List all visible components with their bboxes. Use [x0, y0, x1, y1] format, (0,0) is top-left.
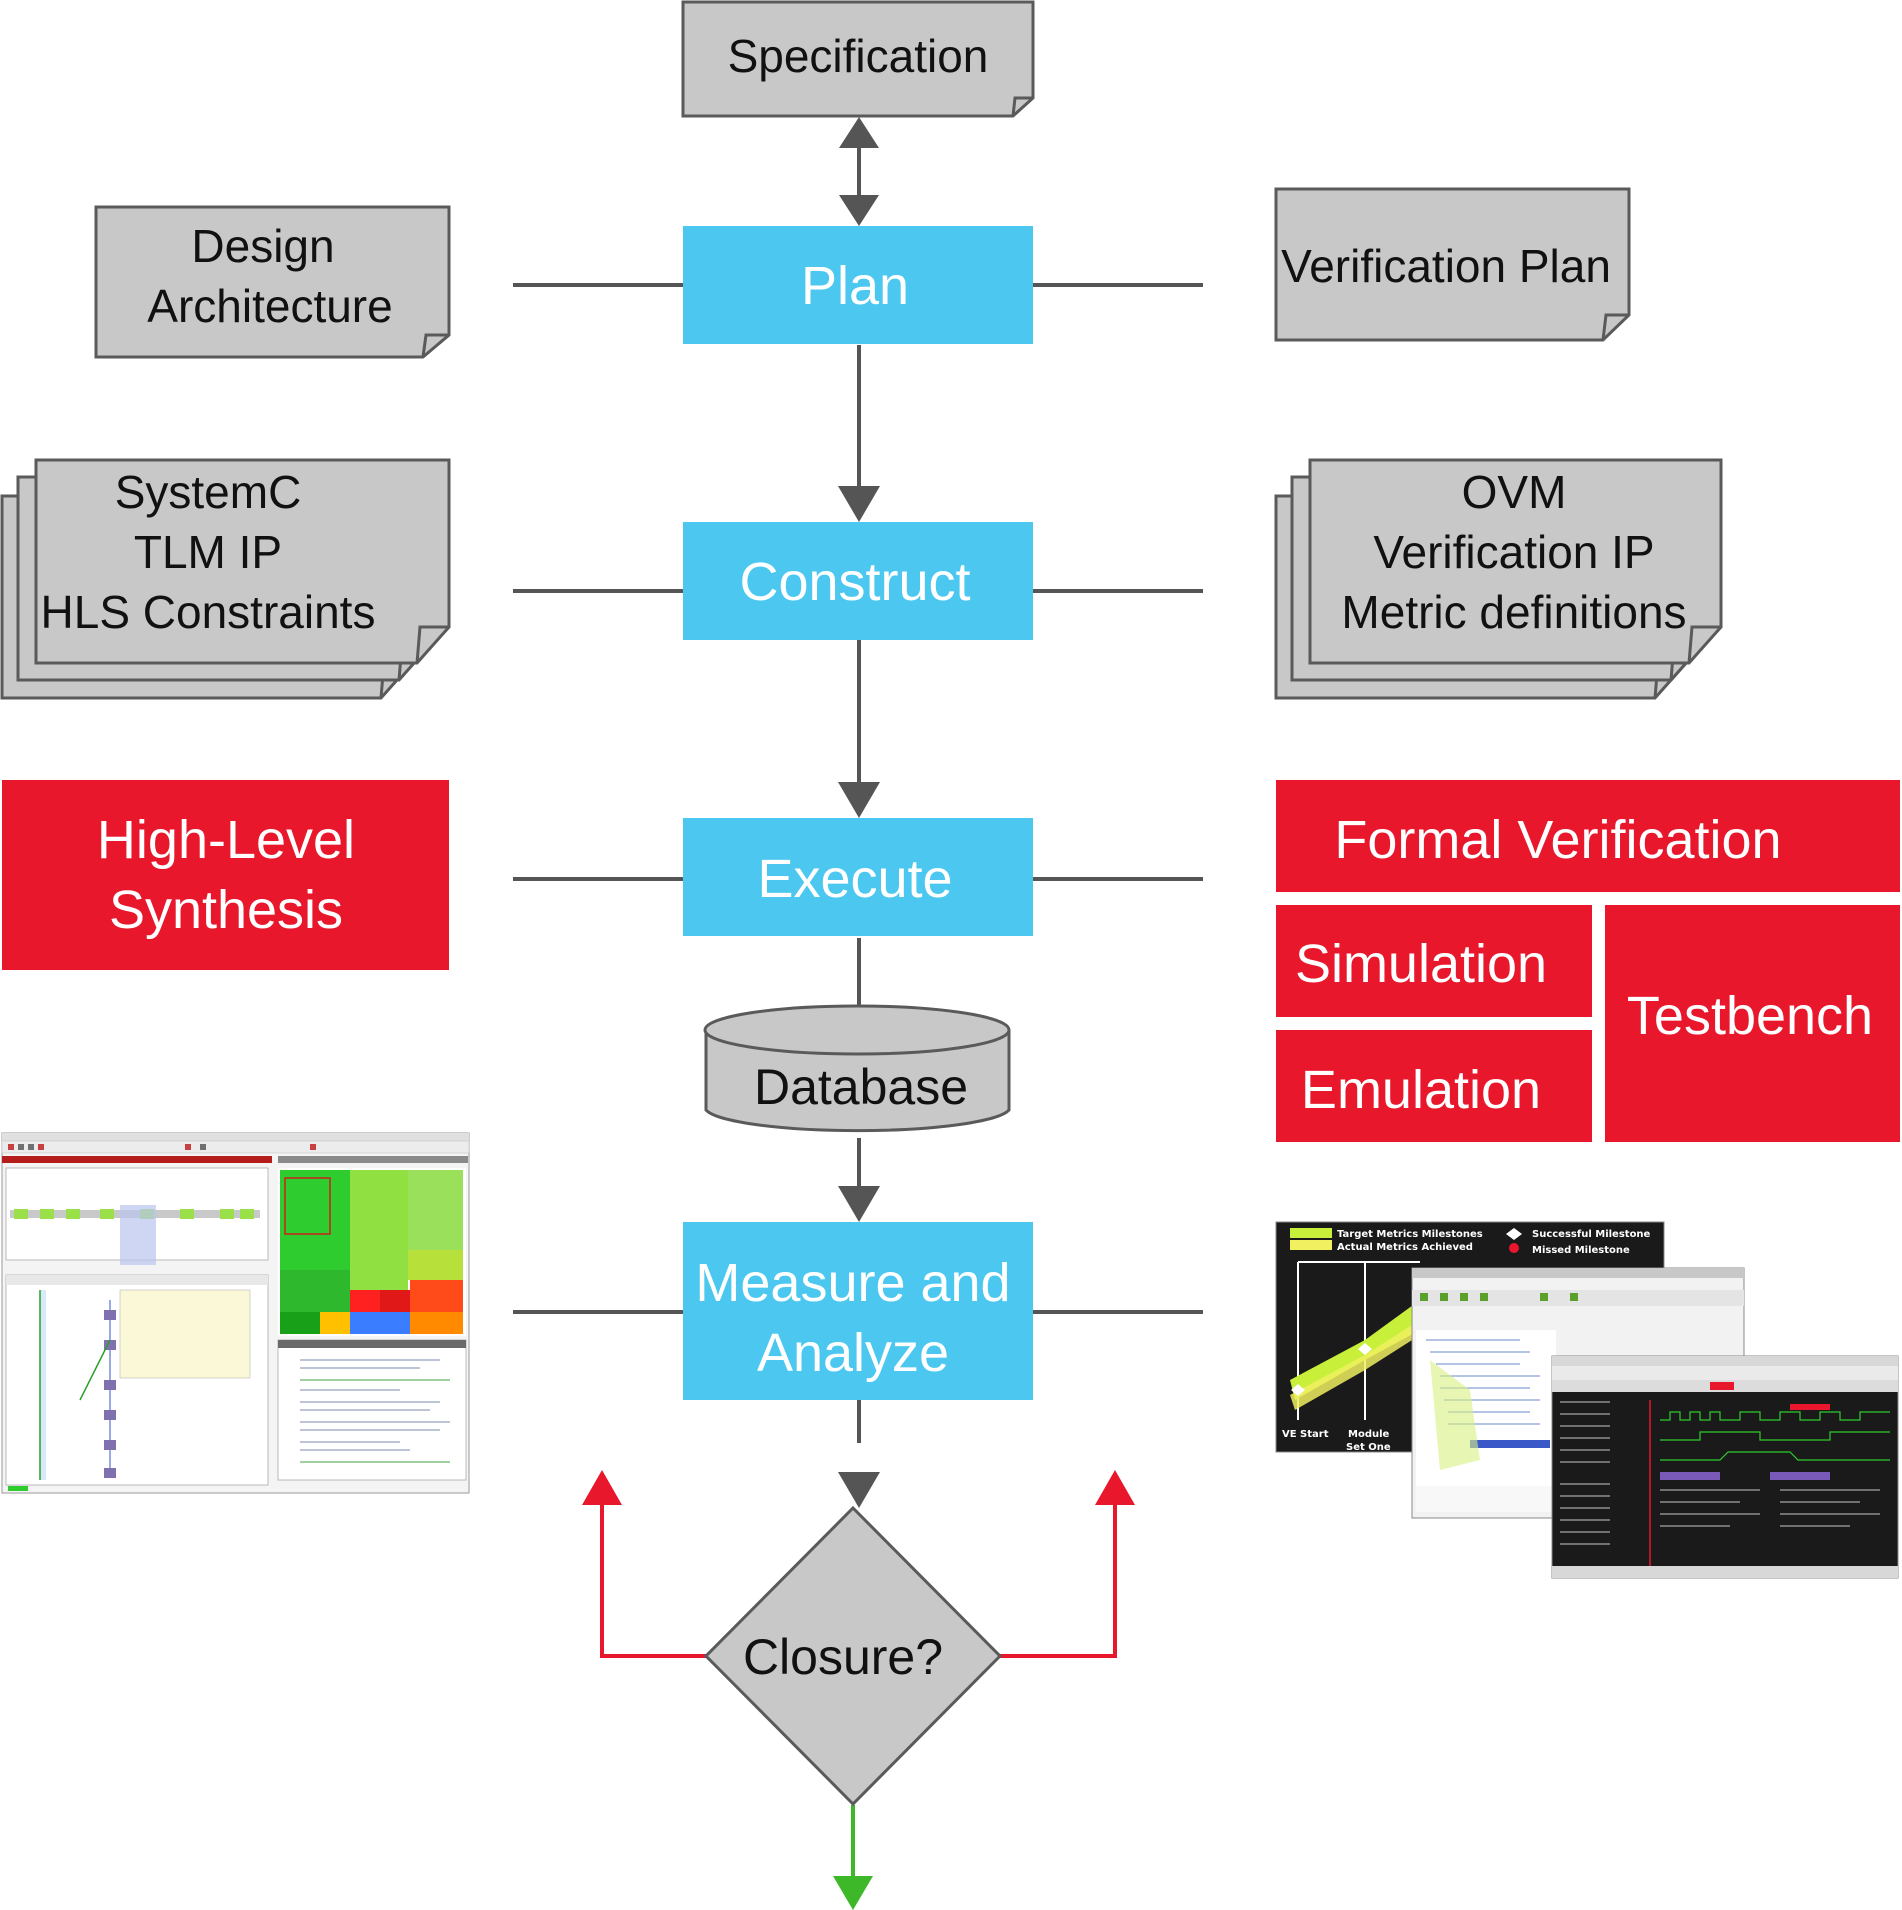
x-axis-module-line2: Set One	[1346, 1442, 1391, 1453]
hls-label-line2: Synthesis	[109, 880, 343, 940]
verification-plan-label: Verification Plan	[1281, 240, 1611, 292]
execute-box: Execute	[683, 818, 1033, 936]
exit-arrowhead	[833, 1876, 873, 1910]
systemc-doc-stack	[0, 458, 451, 700]
specification-doc: Specification	[681, 0, 1035, 118]
construct-box: Construct	[683, 522, 1033, 640]
ovm-stack-front	[1308, 458, 1723, 665]
plan-label: Plan	[801, 256, 909, 316]
connectors	[513, 148, 1203, 1443]
measure-label-line2: Analyze	[757, 1323, 949, 1383]
legend-target-label: Target Metrics Milestones	[1337, 1229, 1483, 1240]
verification-plan-doc: Verification Plan	[1274, 187, 1631, 342]
design-label-line2: Architecture	[147, 280, 392, 332]
right-loop-arrowhead	[1095, 1470, 1135, 1505]
plan-down-arrowhead	[839, 195, 879, 226]
target-metrics-band	[1290, 1300, 1420, 1400]
missed-milestone-icon	[1509, 1243, 1519, 1253]
hls-label-line1: High-Level	[97, 810, 355, 870]
systemc-label-line2: TLM IP	[134, 526, 282, 578]
specification-label: Specification	[728, 30, 989, 82]
spec-up-arrowhead	[839, 117, 879, 148]
ovm-label-line3: Metric definitions	[1341, 586, 1686, 638]
emulation-box: Emulation	[1276, 1030, 1592, 1142]
measure-arrowhead	[838, 1186, 880, 1222]
hls-tool-screenshot	[1, 1132, 470, 1494]
left-loop-arrow	[600, 1505, 706, 1658]
database-cylinder: Database	[703, 1004, 1011, 1133]
milestone-marker-1	[1291, 1384, 1305, 1396]
construct-arrowhead	[838, 486, 880, 522]
code-lines	[300, 1359, 450, 1463]
measure-box: Measure and Analyze	[683, 1222, 1033, 1400]
left-loop-arrowhead	[582, 1470, 622, 1505]
closure-arrowhead	[838, 1472, 880, 1508]
graph-nodes	[104, 1310, 116, 1478]
success-milestone-icon	[1506, 1228, 1522, 1240]
testbench-label: Testbench	[1627, 986, 1873, 1046]
measure-label-line1: Measure and	[695, 1253, 1010, 1313]
testbench-box: Testbench	[1605, 905, 1900, 1142]
formal-verification-label: Formal Verification	[1334, 810, 1781, 870]
ovm-label-line2: Verification IP	[1373, 526, 1654, 578]
wave-traces	[1660, 1411, 1890, 1461]
systemc-label-line1: SystemC	[115, 466, 302, 518]
closure-diamond: Closure?	[703, 1505, 1003, 1807]
legend-missed-label: Missed Milestone	[1532, 1245, 1630, 1256]
legend-actual-swatch	[1290, 1240, 1332, 1250]
right-loop-arrow	[1000, 1505, 1117, 1658]
systemc-stack-front	[34, 458, 451, 665]
design-architecture-doc: Design Architecture	[94, 205, 451, 359]
formal-verification-box: Formal Verification	[1276, 780, 1900, 892]
emulation-label: Emulation	[1301, 1060, 1541, 1120]
milestone-marker-2	[1358, 1343, 1372, 1355]
legend-success-label: Successful Milestone	[1532, 1229, 1651, 1240]
ovm-doc-stack	[1274, 458, 1723, 700]
toolbar-icons	[8, 1144, 316, 1150]
hls-box: High-Level Synthesis	[2, 780, 449, 970]
ovm-label-line1: OVM	[1462, 466, 1567, 518]
execute-arrowhead	[838, 782, 880, 818]
middle-window-toolbar	[1420, 1293, 1578, 1301]
simulation-label: Simulation	[1295, 934, 1547, 994]
legend-actual-label: Actual Metrics Achieved	[1337, 1242, 1473, 1253]
systemc-label-line3: HLS Constraints	[41, 586, 376, 638]
metrics-screenshot-collage: Target Metrics Milestones Actual Metrics…	[1275, 1221, 1899, 1579]
x-axis-ve-start: VE Start	[1282, 1429, 1329, 1440]
x-axis-module-line1: Module	[1348, 1429, 1390, 1440]
execute-label: Execute	[757, 849, 952, 909]
plan-box: Plan	[683, 226, 1033, 344]
actual-metrics-band	[1290, 1320, 1420, 1410]
closure-label: Closure?	[743, 1629, 943, 1685]
signal-list-lines	[1560, 1401, 1880, 1545]
arrowheads	[838, 117, 880, 1508]
database-label: Database	[754, 1059, 968, 1115]
construct-label: Construct	[739, 552, 970, 612]
loop-back-arrows	[600, 1505, 1117, 1658]
simulation-box: Simulation	[1276, 905, 1592, 1017]
design-label-line1: Design	[191, 220, 334, 272]
legend-target-swatch	[1290, 1228, 1332, 1238]
